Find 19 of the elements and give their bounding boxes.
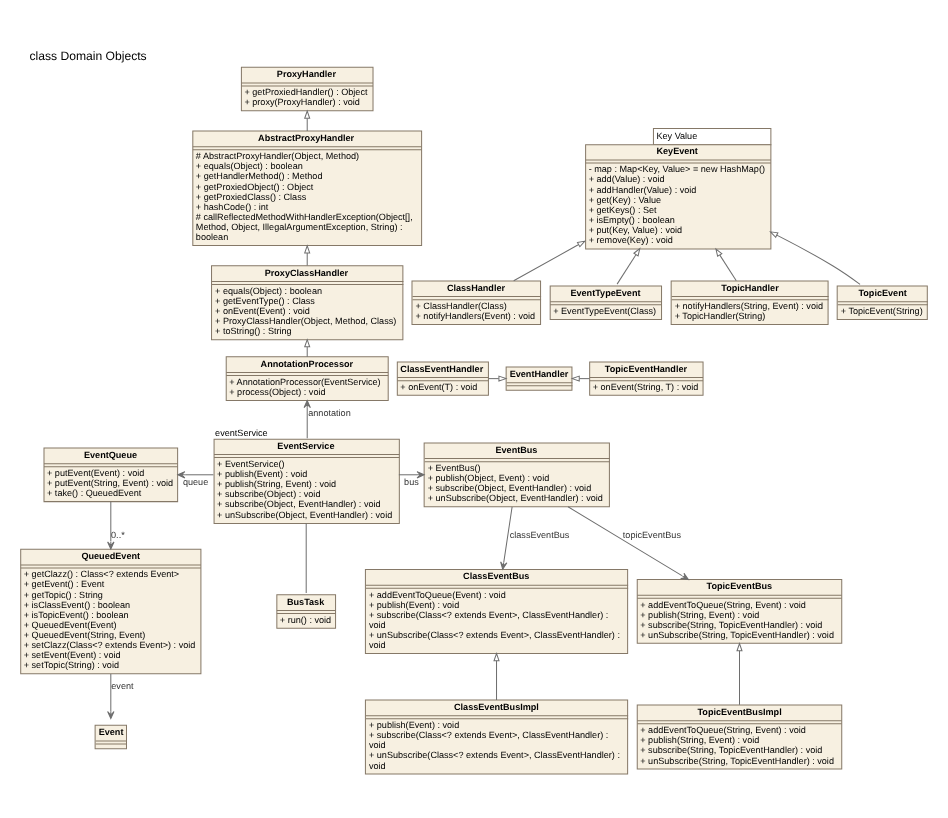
arrow	[303, 399, 311, 438]
arrow	[769, 230, 861, 284]
arrow	[500, 505, 513, 569]
arrow	[398, 470, 425, 478]
arrow	[715, 246, 737, 281]
arrow	[736, 641, 743, 705]
arrow	[107, 500, 115, 549]
arrow	[570, 374, 591, 381]
arrow	[304, 108, 311, 131]
arrow	[107, 672, 115, 719]
arrow	[513, 239, 587, 281]
arrow	[567, 505, 689, 580]
arrow	[493, 651, 500, 700]
arrow	[488, 374, 508, 381]
connector	[305, 521, 307, 593]
arrow	[616, 246, 641, 284]
arrow	[177, 470, 214, 478]
arrow	[304, 243, 311, 265]
arrow	[304, 337, 311, 357]
